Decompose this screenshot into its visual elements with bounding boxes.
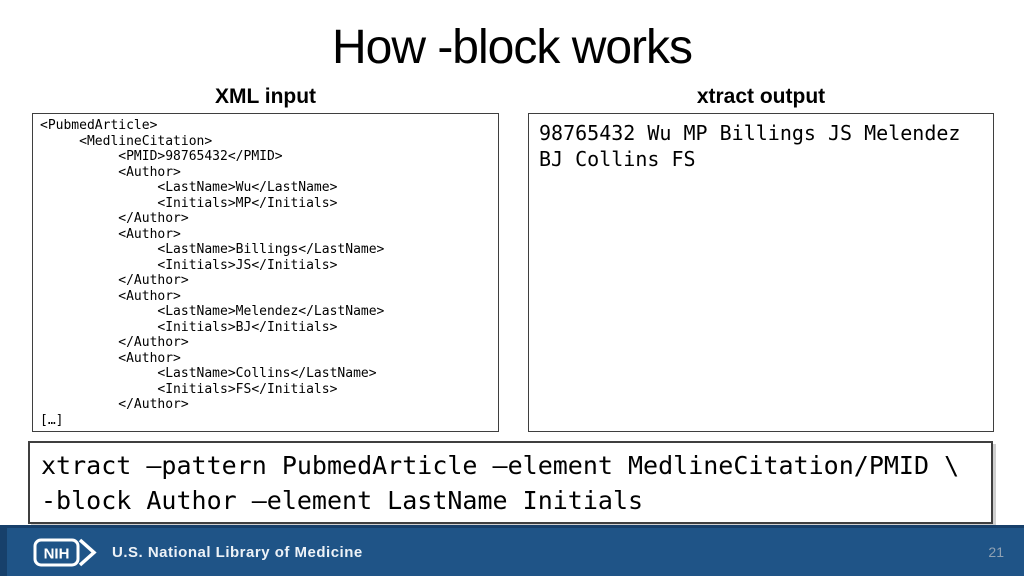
- xtract-command-code: xtract –pattern PubmedArticle –element M…: [41, 451, 960, 515]
- org-name: U.S. National Library of Medicine: [112, 543, 363, 561]
- footer-bar: NIH U.S. National Library of Medicine 21: [0, 525, 1024, 576]
- xml-input-box: <PubmedArticle> <MedlineCitation> <PMID>…: [32, 113, 499, 432]
- xml-input-code: <PubmedArticle> <MedlineCitation> <PMID>…: [40, 118, 385, 428]
- xml-input-label: XML input: [214, 85, 317, 108]
- xtract-output-label: xtract output: [696, 85, 826, 108]
- nih-logo-text: NIH: [44, 545, 70, 562]
- xtract-command-box: xtract –pattern PubmedArticle –element M…: [28, 441, 993, 524]
- xtract-output-box: 98765432 Wu MP Billings JS Melendez BJ C…: [528, 113, 994, 432]
- page-number: 21: [988, 544, 1004, 560]
- nih-logo-icon: NIH: [33, 537, 99, 568]
- xtract-output-code: 98765432 Wu MP Billings JS Melendez BJ C…: [539, 121, 961, 171]
- slide-title: How -block works: [331, 21, 693, 74]
